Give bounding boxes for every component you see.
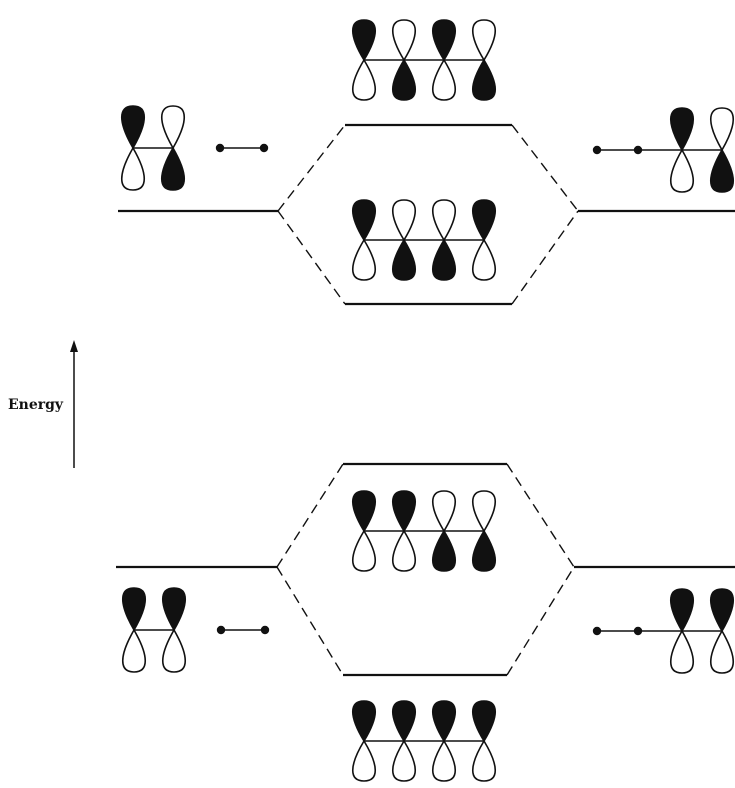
p-orbital [431, 490, 457, 572]
atom-dot [260, 625, 270, 635]
p-orbital [161, 587, 187, 673]
orbital-drawings [120, 19, 735, 782]
p-orbital [351, 490, 377, 572]
energy-arrowhead [70, 340, 78, 352]
atom-dot [215, 143, 225, 153]
orbital-lobe [120, 105, 146, 150]
orbital-lobe [709, 148, 735, 193]
orbital-lobe [351, 19, 377, 62]
orbital-lobe [471, 529, 497, 572]
correlation-line [277, 124, 346, 212]
orbital-lobe [161, 628, 187, 673]
orbital-lobe [669, 107, 695, 152]
orbital-lobe [471, 58, 497, 101]
p-orbital [351, 700, 377, 782]
orbital-lobe [120, 146, 146, 191]
atom-dot [592, 626, 602, 636]
orbital-lobe [391, 19, 417, 62]
p-orbital [391, 19, 417, 101]
p-orbital [471, 490, 497, 572]
p-orbital [471, 19, 497, 101]
atom-dot [216, 625, 226, 635]
orbital-lobe [351, 700, 377, 743]
orbital-lobe [471, 490, 497, 533]
orbital-lobe [391, 58, 417, 101]
orbital-lobe [351, 490, 377, 533]
energy-axis-label: Energy [8, 397, 64, 413]
orbital-lobe [431, 739, 457, 782]
correlation-line [511, 124, 579, 212]
p-orbital [351, 199, 377, 281]
orbital-lobe [351, 238, 377, 281]
orbital-lobe [471, 700, 497, 743]
p-orbital [391, 700, 417, 782]
orbital-lobe [431, 238, 457, 281]
p-orbital [160, 105, 186, 191]
orbital-lobe [161, 587, 187, 632]
p-orbital [669, 588, 695, 674]
orbital-lobe [431, 199, 457, 242]
p-orbital [471, 199, 497, 281]
orbital-lobe [121, 587, 147, 632]
orbital-lobe [431, 529, 457, 572]
orbital-lobe [709, 107, 735, 152]
orbital-lobe [471, 739, 497, 782]
orbital-lobe [431, 19, 457, 62]
p-orbital [709, 107, 735, 193]
energy-levels [116, 123, 735, 677]
orbital-lobe [669, 148, 695, 193]
correlation-line [506, 463, 575, 568]
orbital-lobe [351, 529, 377, 572]
orbital-lobe [431, 700, 457, 743]
p-orbital [431, 19, 457, 101]
orbital-lobe [391, 199, 417, 242]
p-orbital [669, 107, 695, 193]
p-orbital [471, 700, 497, 782]
orbital-lobe [351, 739, 377, 782]
orbital-lobe [351, 199, 377, 242]
orbital-lobe [431, 58, 457, 101]
p-orbital [709, 588, 735, 674]
orbital-lobe [391, 739, 417, 782]
atom-dot [259, 143, 269, 153]
p-orbital [120, 105, 146, 191]
correlation-line [276, 566, 344, 676]
orbital-lobe [669, 629, 695, 674]
energy-axis [70, 340, 78, 468]
orbital-lobe [391, 529, 417, 572]
orbital-lobe [471, 19, 497, 62]
orbital-lobe [391, 700, 417, 743]
orbital-lobe [391, 490, 417, 533]
correlation-line [506, 566, 575, 676]
orbital-lobe [709, 588, 735, 633]
orbital-lobe [351, 58, 377, 101]
orbital-lobe [121, 628, 147, 673]
orbital-lobe [431, 490, 457, 533]
orbital-lobe [471, 238, 497, 281]
correlation-line [276, 463, 344, 568]
orbital-lobe [709, 629, 735, 674]
correlation-line [511, 210, 579, 305]
orbital-lobe [391, 238, 417, 281]
p-orbital [391, 199, 417, 281]
atom-dot [592, 145, 602, 155]
orbital-lobe [471, 199, 497, 242]
correlation-line [277, 210, 346, 305]
orbital-lobe [160, 105, 186, 150]
p-orbital [121, 587, 147, 673]
p-orbital [351, 19, 377, 101]
p-orbital [431, 199, 457, 281]
orbital-lobe [160, 146, 186, 191]
orbital-lobe [669, 588, 695, 633]
p-orbital [431, 700, 457, 782]
p-orbital [391, 490, 417, 572]
